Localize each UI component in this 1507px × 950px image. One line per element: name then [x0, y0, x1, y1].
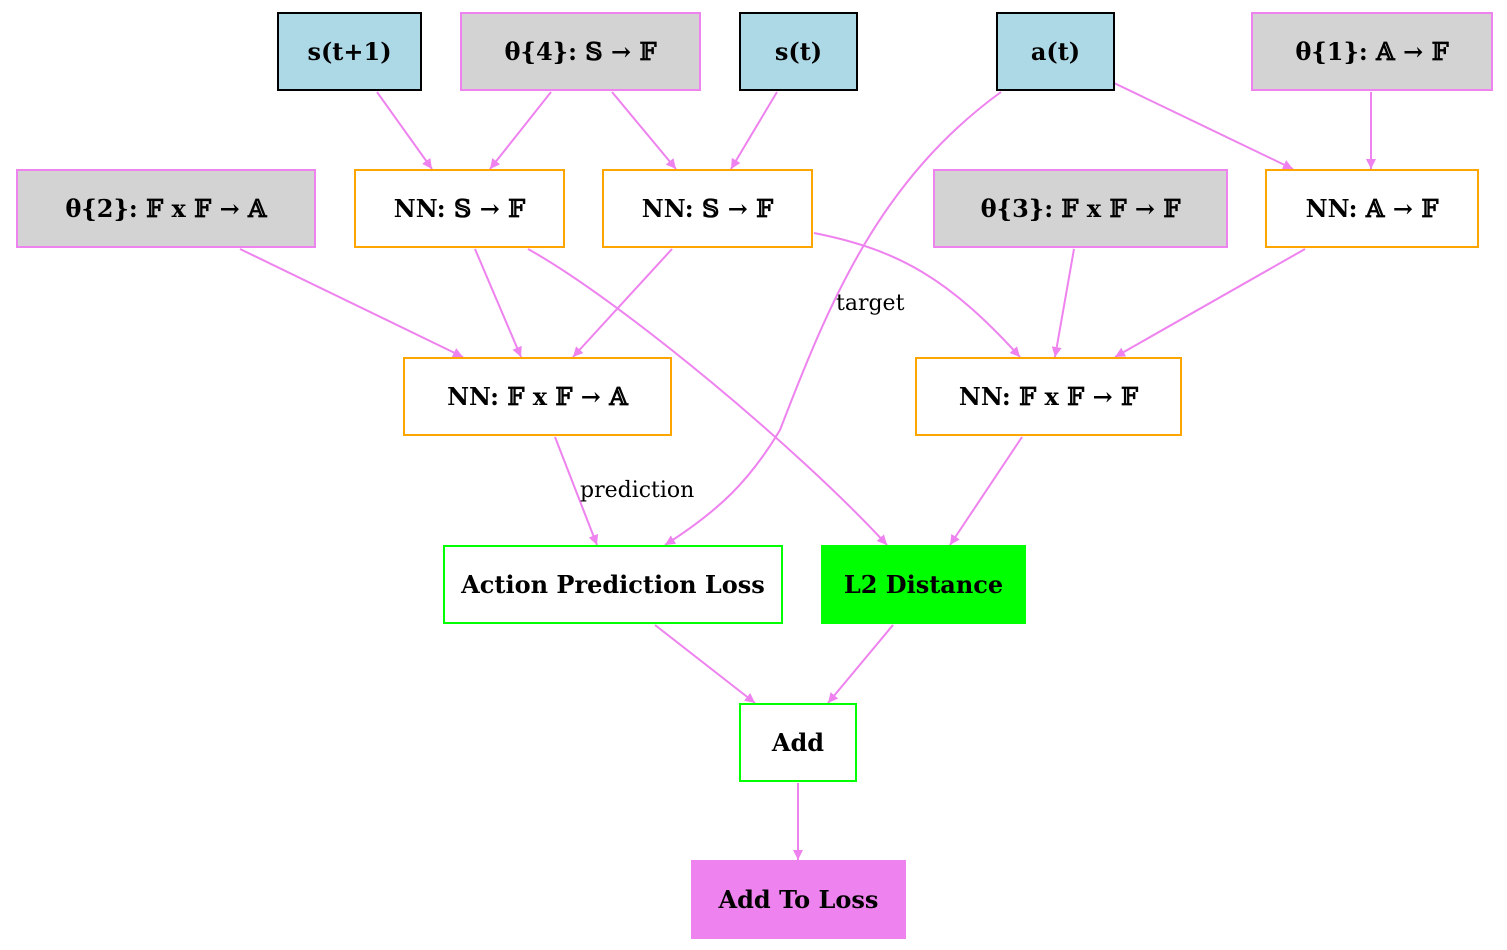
node-a-t[interactable]: a(t)	[996, 12, 1115, 91]
node-nn-s-f-2[interactable]: NN: 𝕊 → 𝔽	[602, 169, 813, 248]
node-add-to-loss-label: Add To Loss	[718, 885, 879, 914]
node-s-next-label: s(t+1)	[307, 37, 391, 66]
node-nn-a-f-label: NN: 𝔸 → 𝔽	[1306, 194, 1440, 223]
node-nn-ff-f-label: NN: 𝔽 x 𝔽 → 𝔽	[959, 382, 1139, 411]
node-theta3-label: θ{3}: 𝔽 x 𝔽 → 𝔽	[981, 194, 1182, 223]
edge-label-prediction: prediction	[580, 478, 694, 503]
node-nn-s-f-1[interactable]: NN: 𝕊 → 𝔽	[354, 169, 565, 248]
node-nn-s-f-2-label: NN: 𝕊 → 𝔽	[642, 194, 774, 223]
node-action-prediction-loss[interactable]: Action Prediction Loss	[443, 545, 783, 624]
node-a-t-label: a(t)	[1031, 37, 1080, 66]
node-add-to-loss[interactable]: Add To Loss	[691, 860, 906, 939]
edge-nn-s-f-2-to-nn-ff-f	[813, 232, 1021, 358]
edge-s-t-to-nn-s-f-2	[730, 91, 778, 170]
node-add-label: Add	[771, 728, 824, 757]
node-nn-ff-a-label: NN: 𝔽 x 𝔽 → 𝔸	[447, 382, 629, 411]
node-nn-a-f[interactable]: NN: 𝔸 → 𝔽	[1265, 169, 1479, 248]
node-s-t[interactable]: s(t)	[739, 12, 858, 91]
node-l2-distance-label: L2 Distance	[844, 570, 1003, 599]
edge-theta3-to-nn-ff-f	[1051, 248, 1075, 358]
node-theta2[interactable]: θ{2}: 𝔽 x 𝔽 → 𝔸	[16, 169, 316, 248]
edge-a-t-to-action-loss	[664, 91, 1002, 546]
node-s-next[interactable]: s(t+1)	[277, 12, 422, 91]
node-nn-ff-f[interactable]: NN: 𝔽 x 𝔽 → 𝔽	[915, 357, 1182, 436]
node-action-prediction-loss-label: Action Prediction Loss	[460, 570, 765, 599]
edge-theta4-to-nn-s-f-1	[489, 91, 552, 170]
edge-nn-ff-a-to-action-loss	[554, 436, 599, 546]
node-add[interactable]: Add	[739, 703, 857, 782]
edge-nn-s-f-1-to-l2	[527, 248, 888, 546]
edge-nn-s-f-2-to-nn-ff-a	[572, 248, 673, 358]
node-nn-ff-a[interactable]: NN: 𝔽 x 𝔽 → 𝔸	[403, 357, 672, 436]
node-theta4-label: θ{4}: 𝕊 → 𝔽	[505, 37, 658, 66]
edge-label-target: target	[836, 291, 905, 316]
node-theta1[interactable]: θ{1}: 𝔸 → 𝔽	[1251, 12, 1493, 91]
edge-nn-a-f-to-nn-ff-f	[1114, 248, 1306, 358]
node-l2-distance[interactable]: L2 Distance	[821, 545, 1026, 624]
edge-l2-to-add	[827, 624, 894, 704]
edges-layer: target prediction	[239, 82, 1376, 860]
edge-theta4-to-nn-s-f-2	[611, 91, 677, 170]
node-theta1-label: θ{1}: 𝔸 → 𝔽	[1295, 37, 1449, 66]
node-theta3[interactable]: θ{3}: 𝔽 x 𝔽 → 𝔽	[933, 169, 1228, 248]
nodes-layer: s(t+1) θ{4}: 𝕊 → 𝔽 s(t) a(t) θ{1}: 𝔸 → 𝔽…	[16, 12, 1493, 939]
edge-nn-ff-f-to-l2	[949, 436, 1023, 546]
edge-a-t-to-nn-a-f	[1113, 82, 1294, 170]
node-theta2-label: θ{2}: 𝔽 x 𝔽 → 𝔸	[65, 194, 268, 223]
node-s-t-label: s(t)	[775, 37, 822, 66]
edge-nn-s-f-1-to-nn-ff-a	[474, 248, 522, 358]
node-theta4[interactable]: θ{4}: 𝕊 → 𝔽	[460, 12, 701, 91]
edge-s-next-to-nn-s-f-1	[376, 91, 433, 170]
edge-theta2-to-nn-ff-a	[239, 248, 464, 358]
node-nn-s-f-1-label: NN: 𝕊 → 𝔽	[394, 194, 526, 223]
edge-action-loss-to-add	[654, 624, 756, 704]
